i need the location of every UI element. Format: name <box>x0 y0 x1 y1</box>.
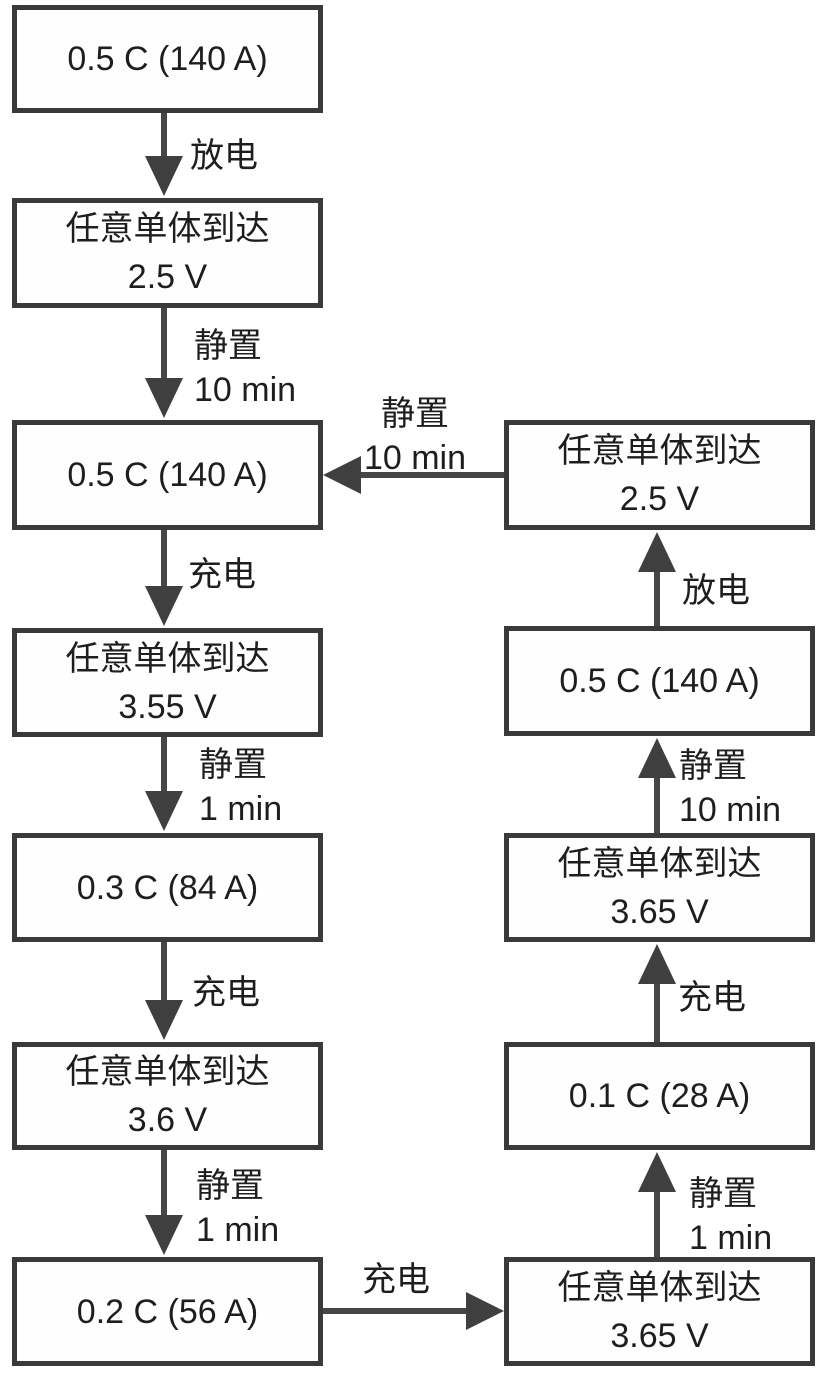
flow-box-l7: 0.2 C (56 A) <box>12 1257 323 1366</box>
flow-box-l5: 0.3 C (84 A) <box>12 833 323 942</box>
arrowhead-up-icon <box>638 738 676 778</box>
flow-box-l2-line2: 2.5 V <box>127 258 208 296</box>
edge-label-line: 10 min <box>363 439 467 477</box>
edge-label-line: 放电 <box>190 137 258 175</box>
edge-label-line: 静置 <box>689 1175 757 1213</box>
arrowhead-down-icon <box>145 1000 183 1040</box>
edge-label-line: 放电 <box>682 572 750 610</box>
arrow-r4-r3-stem <box>654 982 660 1042</box>
flow-box-l4: 任意单体到达 3.55 V <box>12 628 323 737</box>
arrowhead-down-icon <box>145 586 183 626</box>
flow-box-l3-line1: 0.5 C (140 A) <box>67 456 268 494</box>
arrowhead-down-icon <box>145 791 183 831</box>
flow-box-r3: 任意单体到达 3.65 V <box>504 833 815 942</box>
arrowhead-up-icon <box>638 944 676 984</box>
edge-label-line: 充电 <box>192 974 260 1012</box>
arrowhead-left-icon <box>323 456 361 494</box>
flow-box-r1-line2: 2.5 V <box>619 480 700 518</box>
edge-label-rest-l2-l3: 静置 10 min <box>194 324 296 412</box>
arrow-l7-r5-stem <box>323 1308 469 1314</box>
edge-label-discharge-l1-l2: 放电 <box>190 134 258 178</box>
flow-box-l7-line1: 0.2 C (56 A) <box>76 1292 259 1331</box>
flow-box-l6: 任意单体到达 3.6 V <box>12 1042 323 1150</box>
flow-box-l5-line1: 0.3 C (84 A) <box>76 868 259 907</box>
edge-label-line: 1 min <box>689 1219 773 1257</box>
flow-box-l2-line1: 任意单体到达 <box>65 210 270 248</box>
edge-label-rest-l6-l7: 静置 1 min <box>196 1164 279 1252</box>
edge-label-line: 1 min <box>199 790 283 828</box>
arrow-r2-r1-stem <box>654 570 660 626</box>
arrowhead-up-icon <box>638 532 676 572</box>
edge-label-charge-l3-l4: 充电 <box>188 553 256 597</box>
flow-box-r4: 0.1 C (28 A) <box>504 1042 815 1150</box>
arrow-l3-l4-stem <box>161 530 167 590</box>
flow-box-l6-line1: 任意单体到达 <box>65 1053 270 1091</box>
arrow-r3-r2-stem <box>654 776 660 833</box>
edge-label-rest-r3-r2: 静置 10 min <box>679 744 781 832</box>
edge-label-line: 静置 <box>381 395 449 433</box>
flow-box-r4-line1: 0.1 C (28 A) <box>568 1077 751 1115</box>
edge-label-rest-r1-l3: 静置 10 min <box>350 392 480 480</box>
flow-box-r2: 0.5 C (140 A) <box>504 626 815 736</box>
arrow-r1-l3-stem <box>359 472 504 478</box>
edge-label-line: 静置 <box>194 327 262 365</box>
flow-box-l1: 0.5 C (140 A) <box>12 5 323 113</box>
edge-label-rest-l4-l5: 静置 1 min <box>199 743 282 831</box>
flow-box-l1-line1: 0.5 C (140 A) <box>67 40 268 78</box>
flow-box-l2: 任意单体到达 2.5 V <box>12 198 323 308</box>
arrow-l5-l6-stem <box>161 942 167 1004</box>
flow-box-l4-line2: 3.55 V <box>118 687 217 726</box>
arrow-l1-l2-stem <box>161 113 167 160</box>
flow-box-l3: 0.5 C (140 A) <box>12 420 323 530</box>
edge-label-line: 充电 <box>188 556 256 594</box>
flow-box-r5-line2: 3.65 V <box>610 1316 709 1355</box>
flow-box-l6-line2: 3.6 V <box>127 1101 208 1139</box>
edge-label-line: 10 min <box>679 791 782 829</box>
flow-box-r5: 任意单体到达 3.65 V <box>504 1257 815 1366</box>
arrow-l2-l3-stem <box>161 308 167 382</box>
flow-box-r1-line1: 任意单体到达 <box>557 432 762 470</box>
flow-box-r3-line2: 3.65 V <box>610 892 709 931</box>
arrowhead-up-icon <box>638 1152 676 1192</box>
flow-box-r1: 任意单体到达 2.5 V <box>504 420 815 530</box>
edge-label-line: 1 min <box>196 1211 280 1249</box>
arrow-l6-l7-stem <box>161 1150 167 1219</box>
edge-label-charge-l7-r5: 充电 <box>362 1258 430 1302</box>
edge-label-line: 充电 <box>678 979 746 1017</box>
edge-label-charge-r4-r3: 充电 <box>678 976 746 1020</box>
arrowhead-right-icon <box>466 1292 504 1330</box>
edge-label-line: 静置 <box>196 1167 264 1205</box>
arrowhead-down-icon <box>145 1215 183 1255</box>
edge-label-rest-r5-r4: 静置 1 min <box>689 1172 772 1260</box>
arrow-r5-r4-stem <box>654 1190 660 1257</box>
flow-box-l4-line1: 任意单体到达 <box>65 639 270 678</box>
arrowhead-down-icon <box>145 378 183 418</box>
edge-label-line: 充电 <box>362 1261 430 1299</box>
edge-label-line: 静置 <box>199 746 267 784</box>
edge-label-discharge-r2-r1: 放电 <box>682 569 750 613</box>
edge-label-line: 静置 <box>679 747 747 785</box>
edge-label-line: 10 min <box>194 371 297 409</box>
arrowhead-down-icon <box>145 156 183 196</box>
flow-box-r2-line1: 0.5 C (140 A) <box>559 662 760 700</box>
flow-box-r5-line1: 任意单体到达 <box>557 1268 762 1307</box>
arrow-l4-l5-stem <box>161 737 167 795</box>
edge-label-charge-l5-l6: 充电 <box>192 971 260 1015</box>
flow-box-r3-line1: 任意单体到达 <box>557 844 762 883</box>
